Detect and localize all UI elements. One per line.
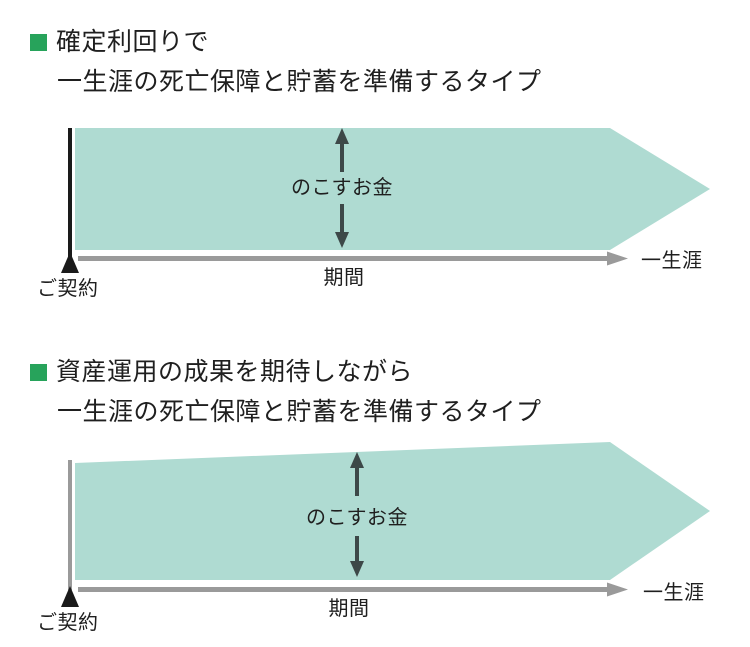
amount-down-arrow-icon <box>335 204 349 248</box>
heading-line-2: 一生涯の死亡保障と貯蓄を準備するタイプ <box>57 398 542 426</box>
heading-line-2: 一生涯の死亡保障と貯蓄を準備するタイプ <box>57 68 542 96</box>
heading-line-1-row: 資産運用の成果を期待しながら <box>30 352 542 392</box>
contract-vertical-line <box>68 460 72 590</box>
contract-vertical-line <box>68 128 72 260</box>
heading-line-1-row: 確定利回りで <box>30 22 542 62</box>
amount-label: のこすお金 <box>305 507 409 529</box>
period-label: 期間 <box>323 267 365 289</box>
benefit-band-arrow-shape <box>75 442 710 580</box>
contract-label: ご契約 <box>37 612 99 634</box>
diagram-canvas <box>61 442 710 607</box>
contract-label: ご契約 <box>37 278 99 300</box>
amount-up-arrow-icon <box>335 128 349 172</box>
section-heading-asset-management: 資産運用の成果を期待しながら 一生涯の死亡保障と貯蓄を準備するタイプ <box>30 352 542 432</box>
timeline-axis-arrowhead-icon <box>607 582 628 597</box>
lifetime-label: 一生涯 <box>643 582 705 604</box>
amount-label: のこすお金 <box>290 177 394 199</box>
benefit-band-arrow-shape <box>75 128 710 250</box>
diagram-fixed-yield: のこすお金 期間 一生涯 ご契約 <box>0 118 750 310</box>
heading-line-1: 確定利回りで <box>56 28 210 56</box>
green-square-bullet-icon <box>30 33 47 51</box>
diagram-canvas <box>61 128 710 273</box>
green-square-bullet-icon <box>30 363 47 381</box>
section-heading-fixed-yield: 確定利回りで 一生涯の死亡保障と貯蓄を準備するタイプ <box>30 22 542 102</box>
timeline-axis-arrowhead-icon <box>607 251 628 266</box>
lifetime-label: 一生涯 <box>641 250 703 272</box>
contract-marker-triangle <box>61 252 79 273</box>
contract-marker-triangle <box>61 586 79 607</box>
amount-up-arrow-icon <box>350 452 364 496</box>
timeline-axis-bar <box>78 256 607 261</box>
period-label: 期間 <box>328 598 370 620</box>
timeline-axis-bar <box>78 587 607 592</box>
amount-down-arrow-icon <box>350 536 364 577</box>
heading-line-1: 資産運用の成果を期待しながら <box>56 358 414 386</box>
diagram-asset-management: のこすお金 期間 一生涯 ご契約 <box>0 440 750 647</box>
